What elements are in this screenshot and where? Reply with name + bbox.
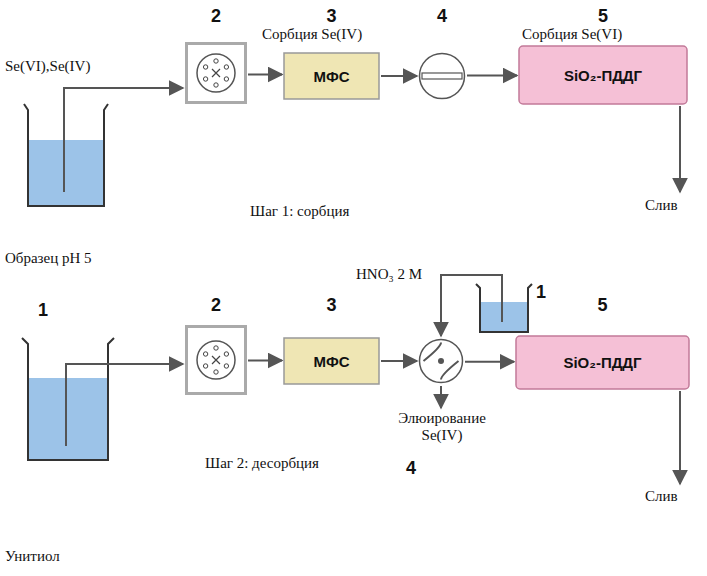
annotation-label: Образец pH 5 [5,250,92,267]
callout-number: 2 [211,6,221,27]
flow-arrow [381,75,417,77]
callout-number: 4 [406,458,416,479]
annotation-label: Шаг 1: сорбция [250,203,349,220]
pump-box: 2 [185,42,247,104]
valve-circle: 4 [418,52,466,100]
pump-box: 2 [185,325,247,395]
callout-number: 1 [38,300,48,321]
sample-beaker [24,88,183,206]
callout-number: 2 [211,295,221,316]
pump-outline [185,42,247,104]
acid-beaker [441,275,532,336]
flow-arrow [381,360,417,362]
annotation-label: Сорбция Se(IV) [262,26,362,43]
annotation-label: Элюирование Se(IV) [386,410,498,444]
callout-number: 1 [536,282,546,303]
column-box: 5SiO₂-ПДДГ [515,335,690,390]
callout-number: 4 [437,6,447,27]
callout-number: 3 [326,6,336,27]
flow-arrow [467,75,517,77]
annotation-label: Шаг 2: десорбция [205,455,319,472]
column-label: МФС [313,353,349,370]
column-box: 3МФС [283,52,380,100]
valve2-outline [418,338,464,384]
flow-arrow [248,74,282,76]
valve-circle: 4 [418,338,464,384]
column-box: 5SiO₂-ПДДГ [518,45,688,105]
unithiol-beaker [22,338,183,460]
column-box: 3МФС [283,337,380,385]
annotation-label: Слив [645,197,678,214]
annotation-label: Слив [645,488,678,505]
drain-arrow [679,391,681,484]
column-label: SiO₂-ПДДГ [564,67,642,84]
drain-arrow [679,106,681,192]
pump-outline [185,325,247,395]
annotation-label: Сорбция Se(VI) [522,26,622,43]
flow-arrow [465,361,514,363]
annotation-label: Se(VI),Se(IV) [5,58,90,75]
annotation-label: HNO₃ 2 M [356,266,422,283]
elution-arrow [440,386,442,408]
callout-number: 3 [326,295,336,316]
callout-number: 5 [598,6,608,27]
annotation-label: Унитиол [5,548,60,565]
column-label: МФС [313,68,349,85]
callout-number: 5 [597,295,607,316]
flow-arrow [248,360,282,362]
column-label: SiO₂-ПДДГ [563,354,641,371]
valve1-outline [418,52,466,100]
